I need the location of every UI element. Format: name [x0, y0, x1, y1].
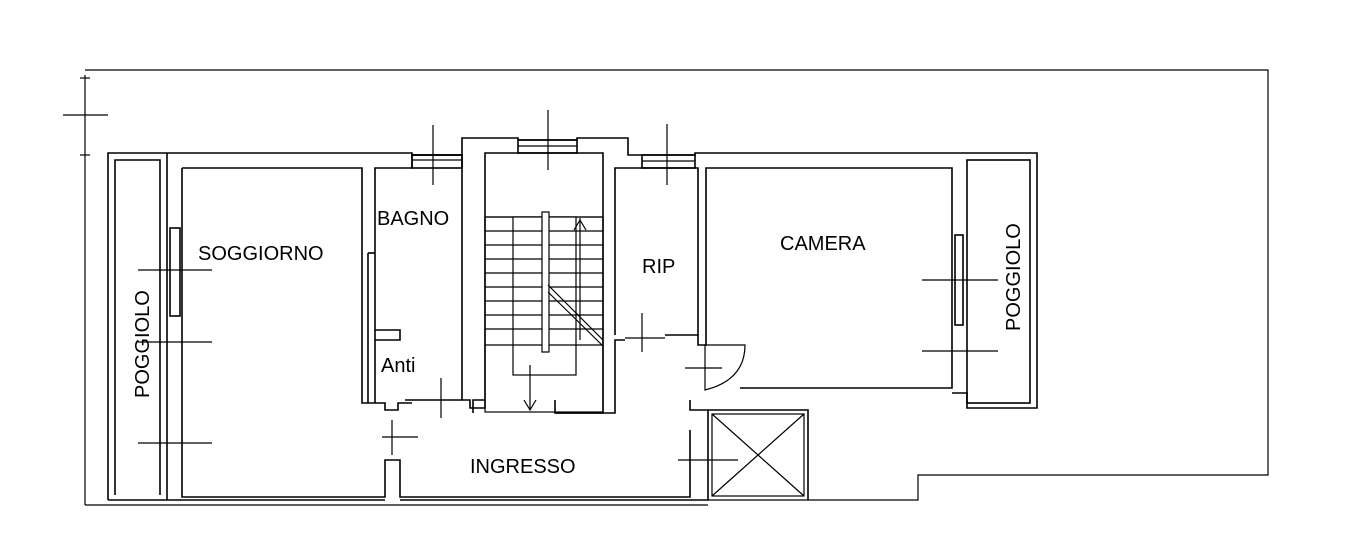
room-label-poggiolo-left: POGGIOLO	[132, 290, 154, 398]
rip-room	[603, 167, 953, 414]
room-label-soggiorno: SOGGIORNO	[198, 243, 324, 265]
lot-boundary	[85, 69, 1269, 501]
room-label-ingresso: INGRESSO	[470, 456, 576, 478]
door-swing	[704, 344, 746, 391]
elevator-shaft	[711, 413, 805, 497]
soggiorno-room	[182, 167, 412, 411]
reference-marks	[138, 110, 998, 461]
room-label-rip: RIP	[642, 256, 675, 278]
room-label-anti: Anti	[381, 355, 415, 377]
window-soggiorno	[169, 227, 181, 317]
staircase	[484, 211, 604, 413]
room-label-bagno: BAGNO	[377, 208, 449, 230]
room-label-poggiolo-right: POGGIOLO	[1003, 223, 1025, 331]
room-label-camera: CAMERA	[780, 233, 866, 255]
